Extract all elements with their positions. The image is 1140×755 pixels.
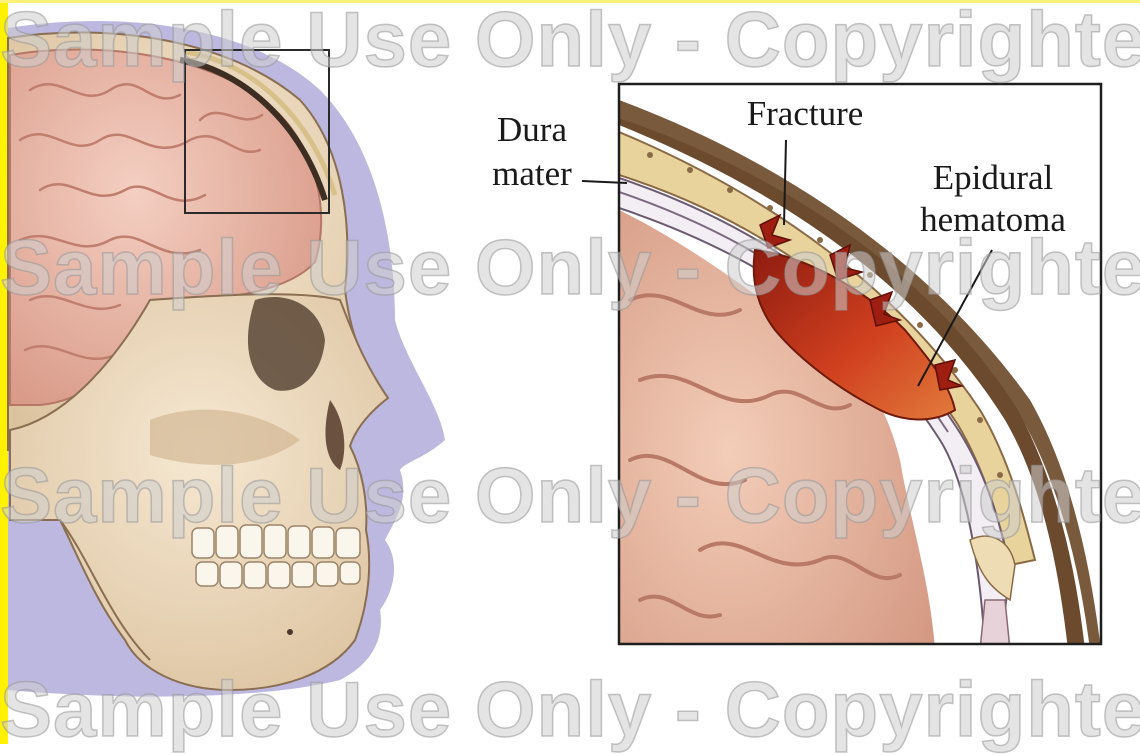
dura-label-line1: Dura [484,112,580,148]
fracture-label: Fracture [725,96,885,132]
epidural-label-line2: hematoma [900,202,1086,238]
dura-mater-label: Dura mater [484,112,580,192]
head-profile [8,21,445,697]
dura-label-line2: mater [484,156,580,192]
epidural-label-line1: Epidural [900,160,1086,196]
epidural-hematoma-label: Epidural hematoma [900,160,1086,238]
lower-teeth [196,562,360,588]
